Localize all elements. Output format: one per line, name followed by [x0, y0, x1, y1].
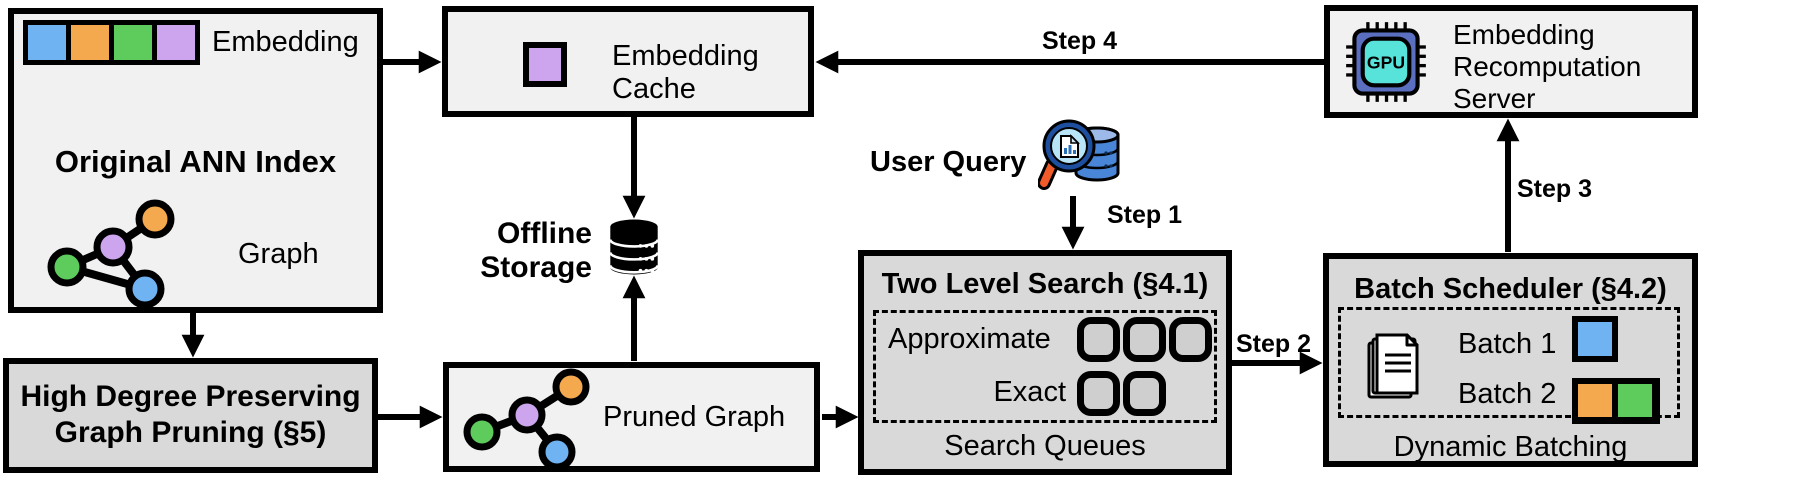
pruned-node-purple [508, 396, 546, 434]
queue-slot [1123, 317, 1166, 362]
approximate-label: Approximate [888, 323, 1051, 355]
search-queues-panel [873, 310, 1217, 423]
batch2-item-green [1618, 384, 1652, 417]
user-query-label: User Query [870, 146, 1027, 178]
documents-icon [1367, 333, 1419, 399]
batch-scheduler-box: Batch Scheduler (§4.2) Batch 1 Batch 2 D… [1323, 253, 1698, 467]
embedding-cache-label-line2: Cache [612, 73, 696, 105]
cached-embedding-icon [523, 42, 567, 87]
search-queues-label: Search Queues [944, 430, 1146, 462]
graph-node-purple [93, 227, 133, 267]
gpu-chip-label: GPU [1367, 53, 1405, 73]
exact-queue-slots [1077, 371, 1166, 416]
two-level-search-title: Two Level Search (§4.1) [881, 268, 1209, 300]
embedding-vector-icon [23, 20, 200, 65]
graph-icon [47, 199, 175, 309]
queue-slot [1077, 317, 1120, 362]
dynamic-batching-panel [1338, 307, 1680, 418]
graph-pruning-box: High Degree Preserving Graph Pruning (§5… [3, 358, 378, 473]
step4-label: Step 4 [1042, 27, 1118, 55]
batch2-item-orange [1578, 384, 1612, 417]
queue-slot [1123, 371, 1166, 416]
step2-label: Step 2 [1236, 330, 1312, 358]
offline-storage-label-line2: Storage [480, 251, 592, 284]
original-ann-index-box: Embedding Original ANN Index Graph [8, 8, 383, 313]
pruned-graph-label: Pruned Graph [603, 401, 786, 433]
batch1-label: Batch 1 [1458, 328, 1557, 360]
magnifier-handle [1040, 161, 1056, 187]
embedding-cache-label-line1: Embedding [612, 40, 759, 72]
batch1-item-blue [1572, 316, 1618, 362]
pruned-node-blue [538, 433, 576, 466]
queue-slot [1077, 371, 1120, 416]
batch2-label: Batch 2 [1458, 378, 1557, 410]
graph-node-blue [125, 269, 165, 309]
step1-label: Step 1 [1107, 201, 1183, 229]
pruned-node-orange [552, 368, 590, 406]
embedding-cell-green [114, 25, 152, 60]
graph-node-green [47, 247, 87, 287]
graph-label: Graph [238, 238, 319, 270]
two-level-search-box: Two Level Search (§4.1) Approximate Exac… [858, 250, 1232, 475]
gpu-chip-icon: GPU [1346, 22, 1426, 102]
embedding-cell-purple [157, 25, 195, 60]
step3-label: Step 3 [1517, 175, 1593, 203]
server-label-line3: Server [1453, 83, 1536, 114]
recomputation-server-box: GPU Embedding Recomputation Server [1324, 5, 1698, 118]
dynamic-batching-label: Dynamic Batching [1393, 431, 1628, 463]
original-ann-index-title: Original ANN Index [54, 144, 337, 179]
offline-storage-label-line1: Offline [497, 217, 592, 250]
user-query-search-icon [1038, 119, 1120, 190]
pruned-graph-icon [463, 368, 590, 466]
embedding-cell-orange [71, 25, 109, 60]
exact-label: Exact [993, 376, 1066, 408]
approximate-queue-slots [1077, 317, 1212, 362]
graph-node-orange [135, 199, 175, 239]
offline-storage-database-icon [609, 219, 659, 275]
queue-slot [1169, 317, 1212, 362]
batch-scheduler-title: Batch Scheduler (§4.2) [1354, 273, 1667, 305]
pruned-graph-box: Pruned Graph [443, 362, 820, 472]
embedding-cache-box: Embedding Cache [442, 6, 814, 117]
embedding-cell-blue [28, 25, 66, 60]
pruned-node-green [463, 413, 501, 451]
server-label-line2: Recomputation [1453, 51, 1642, 82]
embedding-label: Embedding [212, 26, 359, 58]
graph-pruning-title-line1: High Degree Preserving [20, 380, 361, 413]
batch2-items [1572, 378, 1660, 424]
graph-pruning-title-line2: Graph Pruning (§5) [54, 416, 327, 449]
server-label-line1: Embedding [1453, 19, 1595, 50]
